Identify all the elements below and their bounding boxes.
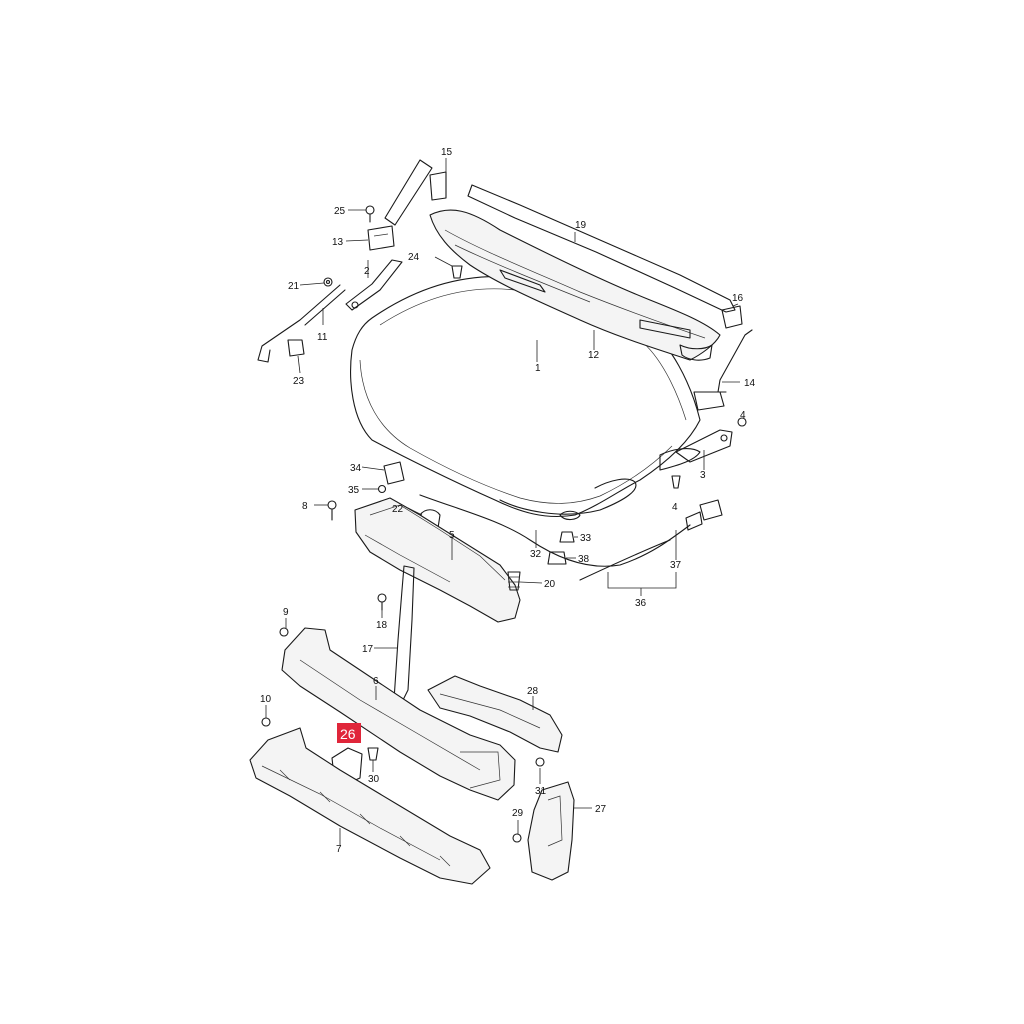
callout-29: 29 xyxy=(512,808,524,819)
callout-4-upper: 4 xyxy=(740,410,746,421)
screw-4-upper-part xyxy=(737,417,747,427)
cowl-panel-part xyxy=(429,184,736,361)
spring-20-part xyxy=(507,571,521,591)
lower-reinforcement-7-part xyxy=(249,727,491,885)
leader-lines xyxy=(265,158,740,845)
bolt-8-part xyxy=(327,500,337,521)
center-stay-17-part xyxy=(393,565,415,707)
bolt-35-part xyxy=(377,484,387,494)
callout-7: 7 xyxy=(336,844,342,855)
callout-10: 10 xyxy=(260,694,272,705)
lock-3-part xyxy=(675,429,733,463)
cable-32-part xyxy=(419,494,691,567)
bolt-25-part xyxy=(365,205,375,223)
clip-38-part xyxy=(547,551,567,565)
callout-31: 31 xyxy=(535,786,547,797)
cable-36-part xyxy=(579,539,671,581)
callout-19: 19 xyxy=(575,220,587,231)
callout-18: 18 xyxy=(376,620,388,631)
callout-24: 24 xyxy=(408,252,420,263)
callout-27: 27 xyxy=(595,804,607,815)
callout-4-lower: 4 xyxy=(672,502,678,513)
callout-6: 6 xyxy=(373,676,379,687)
clip-24-part xyxy=(451,265,463,279)
callout-15: 15 xyxy=(441,147,453,158)
upper-reinforcement-6-part xyxy=(281,627,516,801)
bolt-18-part xyxy=(377,593,387,611)
clip-33-part xyxy=(559,531,575,543)
hinge-2-part xyxy=(345,259,403,311)
highlighted-callout-26[interactable]: 26 xyxy=(337,723,361,743)
callout-8: 8 xyxy=(302,501,308,512)
air-guide-27-part xyxy=(527,781,575,881)
callout-38: 38 xyxy=(578,554,590,565)
callout-5: 5 xyxy=(449,530,455,541)
hinge-upper-left-part xyxy=(384,159,447,226)
callout-14: 14 xyxy=(744,378,756,389)
bracket-28-part xyxy=(427,675,563,753)
callout-labels: 15 25 13 19 24 2 21 11 23 1 16 12 14 4 3… xyxy=(260,147,756,855)
callout-23: 23 xyxy=(293,376,305,387)
bracket-34-part xyxy=(383,461,405,485)
bolt-9-part xyxy=(279,627,289,637)
callout-36: 36 xyxy=(635,598,647,609)
callout-3: 3 xyxy=(700,470,706,481)
callout-25: 25 xyxy=(334,206,346,217)
callout-11: 11 xyxy=(317,332,328,343)
callout-16: 16 xyxy=(732,293,744,304)
callout-35: 35 xyxy=(348,485,360,496)
screw-4-lower-part xyxy=(671,475,681,489)
callout-21: 21 xyxy=(288,281,300,292)
bolt-10-part xyxy=(261,717,271,727)
callout-1: 1 xyxy=(535,363,541,374)
callout-17: 17 xyxy=(362,644,374,655)
release-handle-37-part xyxy=(685,499,723,531)
highlight-box xyxy=(337,723,361,743)
callout-34: 34 xyxy=(350,463,362,474)
clip-30-part xyxy=(367,747,379,761)
callout-9: 9 xyxy=(283,607,289,618)
seal-16-part xyxy=(721,305,743,329)
grommet-21-part xyxy=(323,277,333,287)
callout-33: 33 xyxy=(580,533,592,544)
lock-support-5-part xyxy=(354,497,521,623)
callout-13: 13 xyxy=(332,237,344,248)
stay-rod-11-part xyxy=(257,284,346,363)
clip-31-part xyxy=(535,757,545,767)
bracket-13-part xyxy=(367,225,395,251)
callout-30: 30 xyxy=(368,774,380,785)
callout-32: 32 xyxy=(530,549,542,560)
callout-20: 20 xyxy=(544,579,556,590)
callout-37: 37 xyxy=(670,560,682,571)
hinge-right-14-part xyxy=(693,329,753,411)
callout-2: 2 xyxy=(364,266,370,277)
highlight-label: 26 xyxy=(340,726,356,742)
holder-23-part xyxy=(287,339,305,357)
callout-28: 28 xyxy=(527,686,539,697)
bolt-29-part xyxy=(512,833,522,843)
callout-12: 12 xyxy=(588,350,600,361)
callout-22: 22 xyxy=(392,504,404,515)
